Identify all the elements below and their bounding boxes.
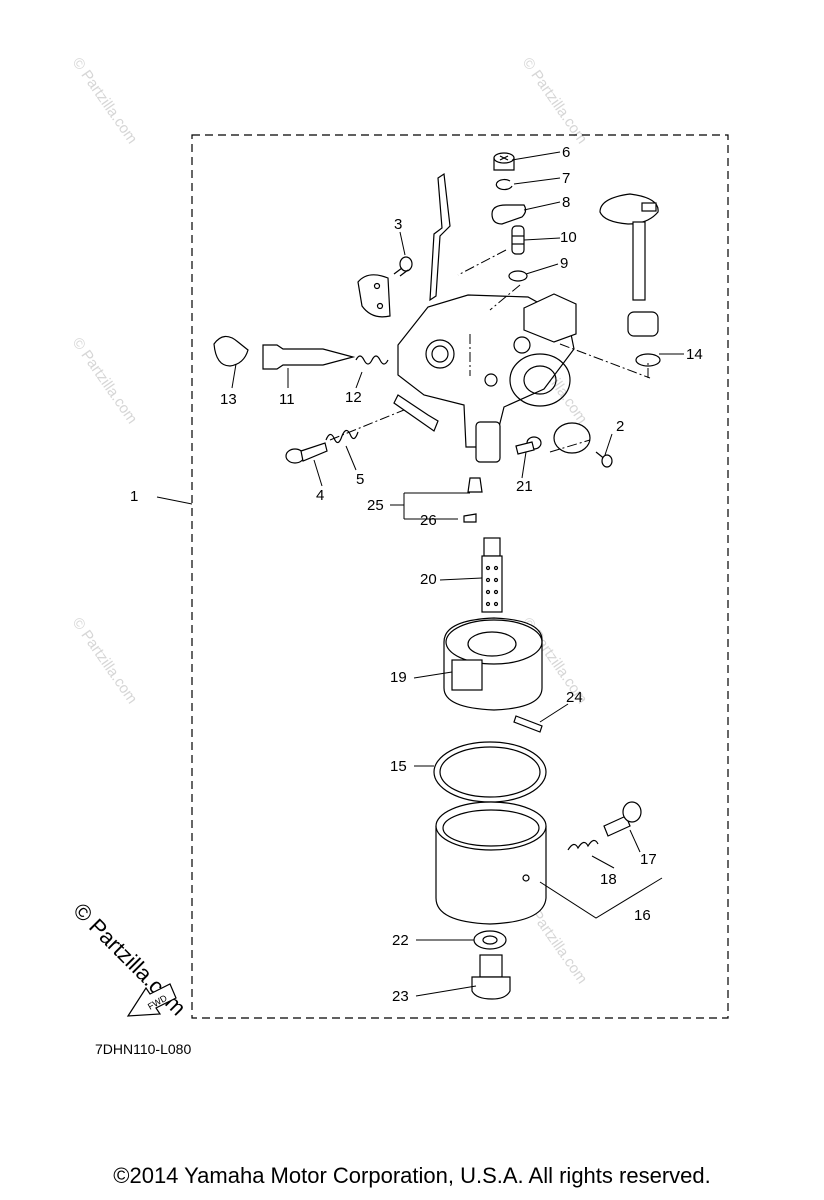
choke-shaft-part-14: [599, 193, 661, 367]
callout-17: 17: [640, 851, 657, 868]
jet-part-25: [467, 477, 483, 493]
spring-part-18: [567, 839, 599, 851]
callout-25: 25: [367, 497, 384, 514]
callout-23: 23: [392, 988, 409, 1005]
bracket: [523, 293, 577, 343]
watermark: © Partzilla.com: [69, 615, 141, 708]
drain-bolt-part-23: [471, 954, 511, 1000]
callout-16: 16: [634, 907, 651, 924]
throttle-lever: [429, 172, 451, 302]
callout-10: 10: [560, 229, 577, 246]
callout-18: 18: [600, 871, 617, 888]
float-part-19: [443, 617, 543, 711]
watermark-large: © Partzilla.com: [68, 898, 191, 1021]
callout-21: 21: [516, 478, 533, 495]
watermark: © Partzilla.com: [69, 55, 141, 148]
o-ring-part-9: [508, 270, 528, 282]
screw-part-17: [603, 801, 642, 837]
assembly-border: [191, 134, 729, 1019]
plate-part-8: [491, 204, 527, 225]
fwd-arrow: [126, 983, 177, 1017]
callout-7: 7: [562, 170, 570, 187]
gasket-plate: [357, 274, 391, 318]
spring-part-12: [355, 355, 389, 365]
callout-2: 2: [616, 418, 624, 435]
callout-15: 15: [390, 758, 407, 775]
callout-26: 26: [420, 512, 437, 529]
callout-24: 24: [566, 689, 583, 706]
callout-11: 11: [279, 391, 295, 408]
screw-part-21: [515, 436, 542, 455]
callout-22: 22: [392, 932, 409, 949]
part-26: [463, 513, 477, 523]
spring-part-5: [325, 429, 359, 444]
washer-part-22: [473, 930, 507, 950]
screw-part-6: [493, 152, 515, 171]
pin-part-24: [513, 715, 543, 733]
watermark: © Partzilla.com: [519, 55, 591, 148]
callout-14: 14: [686, 346, 703, 363]
callout-9: 9: [560, 255, 568, 272]
callout-13: 13: [220, 391, 237, 408]
leader-lines: [156, 151, 684, 997]
callout-1: 1: [130, 488, 138, 505]
callout-4: 4: [316, 487, 324, 504]
needle-part-10: [511, 225, 525, 255]
watermark: © Partzilla.com: [69, 335, 141, 428]
screw-part-4: [285, 442, 328, 464]
tube-part-20: [481, 537, 503, 613]
copyright-footer: ©2014 Yamaha Motor Corporation, U.S.A. A…: [113, 1163, 711, 1188]
callout-8: 8: [562, 194, 570, 211]
clip-part-7: [495, 178, 513, 191]
callout-12: 12: [345, 389, 362, 406]
float-bowl-part-16: [435, 801, 547, 925]
callout-6: 6: [562, 144, 570, 161]
callout-5: 5: [356, 471, 364, 488]
cover-part-2: [553, 422, 591, 454]
callout-3: 3: [394, 216, 402, 233]
gasket-part-15: [433, 741, 547, 803]
parts: [126, 152, 661, 1017]
alignment-lines: [329, 249, 651, 453]
needle-screw-part-11: [262, 344, 356, 370]
callout-labels: 6 7 8 10 9 3 14 2 13 11 12 4 5 21 1 25 2…: [130, 144, 703, 1005]
diagram-code: 7DHN110-L080: [95, 1041, 192, 1057]
cap-part-13: [213, 335, 249, 367]
screw-part-3: [393, 256, 413, 277]
callout-20: 20: [420, 571, 437, 588]
callout-19: 19: [390, 669, 407, 686]
